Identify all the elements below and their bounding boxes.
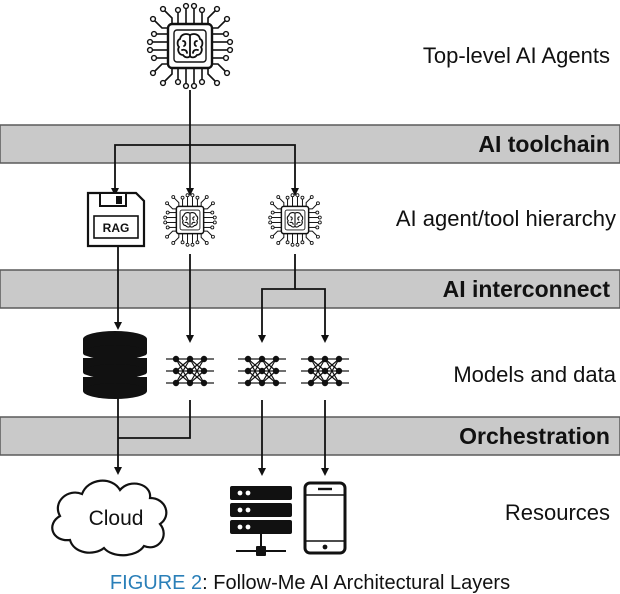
band-orchestration	[0, 416, 620, 456]
top-agent-chip-icon	[146, 2, 234, 90]
rag-label: RAG	[103, 221, 130, 235]
connector-chip2-to-nn3	[295, 288, 329, 343]
database-icon	[82, 331, 148, 399]
connector-nn-to-cloud	[118, 400, 191, 439]
cloud-icon	[51, 479, 168, 557]
cloud-label: Cloud	[89, 507, 144, 530]
figure-caption-text: : Follow-Me AI Architectural Layers	[202, 572, 511, 594]
label-ai-toolchain: AI toolchain	[478, 131, 610, 157]
neural-network-icon-2	[237, 355, 287, 387]
label-orchestration: Orchestration	[459, 423, 610, 449]
server-rack-icon	[230, 486, 292, 556]
label-resources: Resources	[505, 500, 610, 525]
connectors	[111, 90, 329, 476]
label-ai-interconnect: AI interconnect	[443, 276, 611, 302]
connector-top-to-chip2	[190, 144, 299, 196]
smartphone-icon	[303, 481, 347, 555]
connector-top-to-rag	[111, 144, 190, 196]
connector-chip2-split	[258, 254, 296, 343]
agent-chip-icon-2	[267, 192, 323, 248]
rag-document-icon	[86, 191, 146, 248]
agent-chip-icon-1	[162, 192, 218, 248]
figure-number: FIGURE 2	[109, 572, 203, 594]
label-ai-agent-tool-hierarchy: AI agent/tool hierarchy	[396, 206, 616, 231]
neural-network-icon-3	[300, 355, 350, 387]
band-ai-toolchain	[0, 124, 620, 164]
neural-network-icon-1	[165, 355, 215, 387]
figure-caption: FIGURE 2: Follow-Me AI Architectural Lay…	[0, 572, 620, 594]
label-models-and-data: Models and data	[453, 362, 616, 387]
label-top-level-ai-agents: Top-level AI Agents	[423, 43, 610, 68]
